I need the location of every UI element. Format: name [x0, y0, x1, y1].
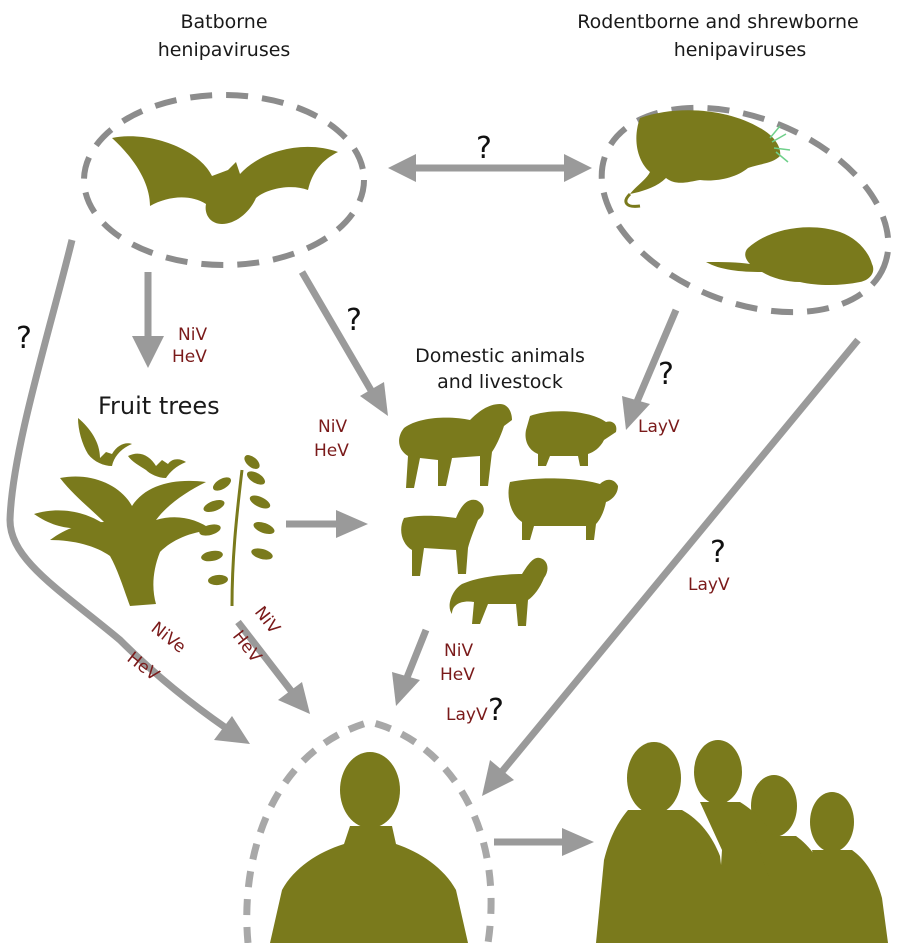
virus-hev-bat-human: HeV — [123, 648, 163, 685]
virus-niv-bat-domestic: NiV — [318, 417, 347, 437]
question-rodent-domestic: ? — [658, 357, 674, 392]
goat-icon — [401, 500, 484, 576]
horse-icon — [399, 404, 512, 488]
virus-hev-bat-trees: HeV — [172, 347, 207, 367]
batborne-title-line2: henipaviruses — [158, 39, 291, 61]
bat-to-trees-arrow — [132, 272, 164, 368]
question-bat-human: ? — [16, 321, 32, 356]
domestic-to-human-arrow — [392, 630, 426, 706]
question-domestic-human: ? — [488, 693, 504, 728]
bat-icon — [112, 136, 338, 224]
domestic-label-line2: and livestock — [437, 371, 563, 393]
rodent-group-outline — [571, 69, 915, 352]
human-icon — [270, 752, 468, 943]
leafy-branch-icon — [198, 452, 276, 606]
virus-hev-domestic-human: HeV — [440, 665, 475, 685]
batborne-title-line1: Batborne — [180, 11, 267, 33]
virus-niv-trees-human: NiV — [250, 603, 284, 639]
virus-hev-bat-domestic: HeV — [314, 441, 349, 461]
virus-nive-bat-human: NiVe — [147, 618, 189, 657]
question-rodent-human: ? — [710, 535, 726, 570]
bat-small-icon — [128, 454, 186, 478]
human-to-group-arrow — [494, 828, 594, 856]
rodent-title-line1: Rodentborne and shrewborne — [577, 11, 858, 33]
trees-to-domestic-arrow — [286, 510, 368, 538]
question-bat-domestic: ? — [346, 303, 362, 338]
pig-icon — [526, 411, 617, 466]
cow-icon — [509, 478, 619, 540]
bat-small-icon — [78, 418, 132, 466]
virus-hev-trees-human: HeV — [228, 627, 265, 667]
palm-tree-icon — [34, 476, 212, 606]
shrew-icon — [626, 110, 790, 206]
human-group-icon — [596, 740, 888, 943]
fruit-trees-label: Fruit trees — [98, 392, 220, 420]
virus-niv-domestic-human: NiV — [444, 641, 473, 661]
bat-to-domestic-arrow — [302, 272, 388, 416]
rodent-title-line2: henipaviruses — [674, 39, 807, 61]
virus-layv-rodent-domestic: LayV — [638, 417, 680, 437]
rat-icon — [706, 227, 873, 285]
question-bat-rodent: ? — [476, 131, 492, 166]
virus-layv-domestic-human: LayV — [446, 705, 488, 725]
virus-niv-bat-trees: NiV — [178, 325, 207, 345]
domestic-label-line1: Domestic animals — [415, 345, 585, 367]
virus-layv-rodent-human: LayV — [688, 575, 730, 595]
